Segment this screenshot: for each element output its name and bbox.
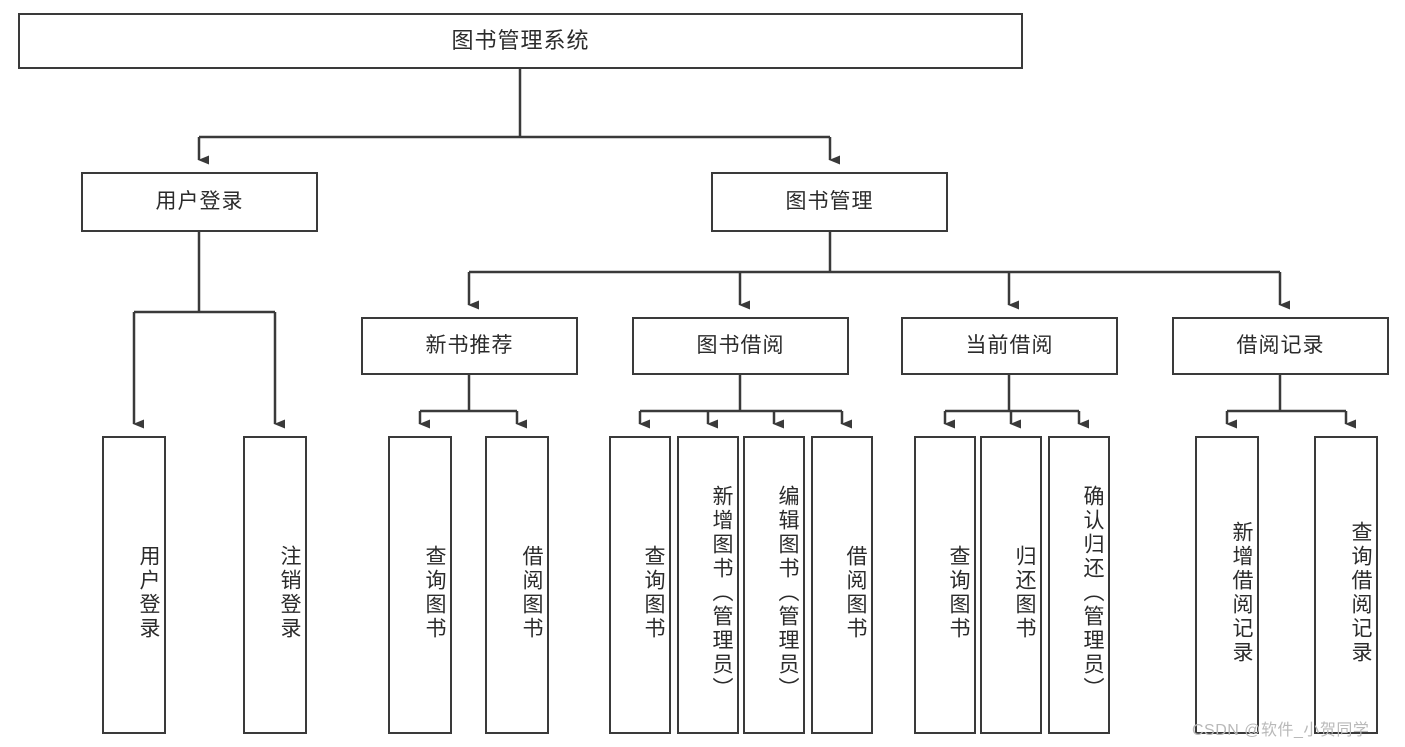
node-label: 当前借阅 bbox=[965, 334, 1054, 358]
node-book-borrow[interactable]: 图书借阅 bbox=[632, 317, 849, 375]
node-leaf-query-book-1[interactable]: 查询图书 bbox=[388, 436, 452, 734]
node-new-book-recommend[interactable]: 新书推荐 bbox=[361, 317, 578, 375]
node-label: 查询图书 bbox=[947, 545, 970, 641]
node-label: 新书推荐 bbox=[425, 334, 514, 358]
node-leaf-edit-book-admin[interactable]: 编辑图书（管理员） bbox=[743, 436, 805, 734]
node-current-borrow[interactable]: 当前借阅 bbox=[901, 317, 1118, 375]
node-leaf-user-login[interactable]: 用户登录 bbox=[102, 436, 166, 734]
node-label: 归还图书 bbox=[1013, 545, 1036, 641]
node-book-management[interactable]: 图书管理 bbox=[711, 172, 948, 232]
node-label: 确认归还（管理员） bbox=[1081, 485, 1104, 701]
node-label: 新增图书（管理员） bbox=[710, 485, 733, 701]
node-leaf-logout-login[interactable]: 注销登录 bbox=[243, 436, 307, 734]
node-leaf-borrow-book-2[interactable]: 借阅图书 bbox=[811, 436, 873, 734]
node-label: 注销登录 bbox=[278, 545, 301, 641]
node-root-book-management-system[interactable]: 图书管理系统 bbox=[18, 13, 1023, 69]
node-label: 借阅图书 bbox=[520, 545, 543, 641]
node-label: 借阅图书 bbox=[844, 545, 867, 641]
node-label: 图书管理 bbox=[785, 190, 874, 214]
node-leaf-borrow-book-1[interactable]: 借阅图书 bbox=[485, 436, 549, 734]
node-leaf-query-borrow-record[interactable]: 查询借阅记录 bbox=[1314, 436, 1378, 734]
node-label: 图书借阅 bbox=[696, 334, 785, 358]
node-label: 新增借阅记录 bbox=[1230, 521, 1253, 665]
node-label: 查询借阅记录 bbox=[1349, 521, 1372, 665]
node-label: 借阅记录 bbox=[1236, 334, 1325, 358]
watermark-credit: CSDN @软件_小贺同学 bbox=[1192, 722, 1370, 739]
node-leaf-add-borrow-record[interactable]: 新增借阅记录 bbox=[1195, 436, 1259, 734]
node-label: 用户登录 bbox=[137, 545, 160, 641]
node-leaf-confirm-return-admin[interactable]: 确认归还（管理员） bbox=[1048, 436, 1110, 734]
node-leaf-add-book-admin[interactable]: 新增图书（管理员） bbox=[677, 436, 739, 734]
node-label: 编辑图书（管理员） bbox=[776, 485, 799, 701]
node-leaf-query-book-2[interactable]: 查询图书 bbox=[609, 436, 671, 734]
node-label: 图书管理系统 bbox=[451, 27, 590, 53]
node-leaf-query-book-3[interactable]: 查询图书 bbox=[914, 436, 976, 734]
node-label: 用户登录 bbox=[155, 190, 244, 214]
node-label: 查询图书 bbox=[642, 545, 665, 641]
node-borrow-record[interactable]: 借阅记录 bbox=[1172, 317, 1389, 375]
node-user-login[interactable]: 用户登录 bbox=[81, 172, 318, 232]
node-label: 查询图书 bbox=[423, 545, 446, 641]
node-leaf-return-book[interactable]: 归还图书 bbox=[980, 436, 1042, 734]
